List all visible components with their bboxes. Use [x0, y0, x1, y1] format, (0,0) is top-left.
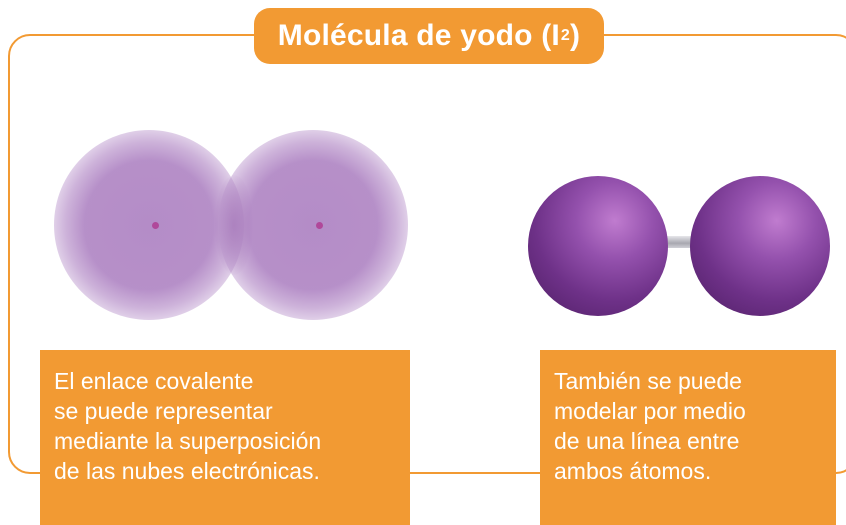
- caption-left-line: El enlace covalente: [54, 368, 254, 394]
- caption-left-line: mediante la superposición: [54, 428, 322, 454]
- iodine-atom-left: [528, 176, 668, 316]
- electron-cloud-left: [54, 130, 244, 320]
- caption-ball-stick: También se puede modelar por medio de un…: [540, 350, 836, 525]
- caption-right-line: modelar por medio: [554, 398, 746, 424]
- ball-and-stick-model: [528, 176, 834, 316]
- nucleus-left: [152, 222, 159, 229]
- caption-right-line: de una línea entre: [554, 428, 740, 454]
- title-close: ): [570, 19, 581, 52]
- caption-right-line: También se puede: [554, 368, 742, 394]
- nucleus-right: [316, 222, 323, 229]
- caption-right-line: ambos átomos.: [554, 458, 712, 484]
- title-subscript: 2: [560, 27, 571, 44]
- electron-cloud-model: [40, 120, 440, 350]
- caption-electron-cloud: El enlace covalente se puede representar…: [40, 350, 410, 525]
- caption-left-line: de las nubes electrónicas.: [54, 458, 320, 484]
- caption-left-line: se puede representar: [54, 398, 273, 424]
- cloud-overlap-region: [215, 175, 253, 275]
- iodine-atom-right: [690, 176, 830, 316]
- title-text: Molécula de yodo (I: [277, 19, 560, 52]
